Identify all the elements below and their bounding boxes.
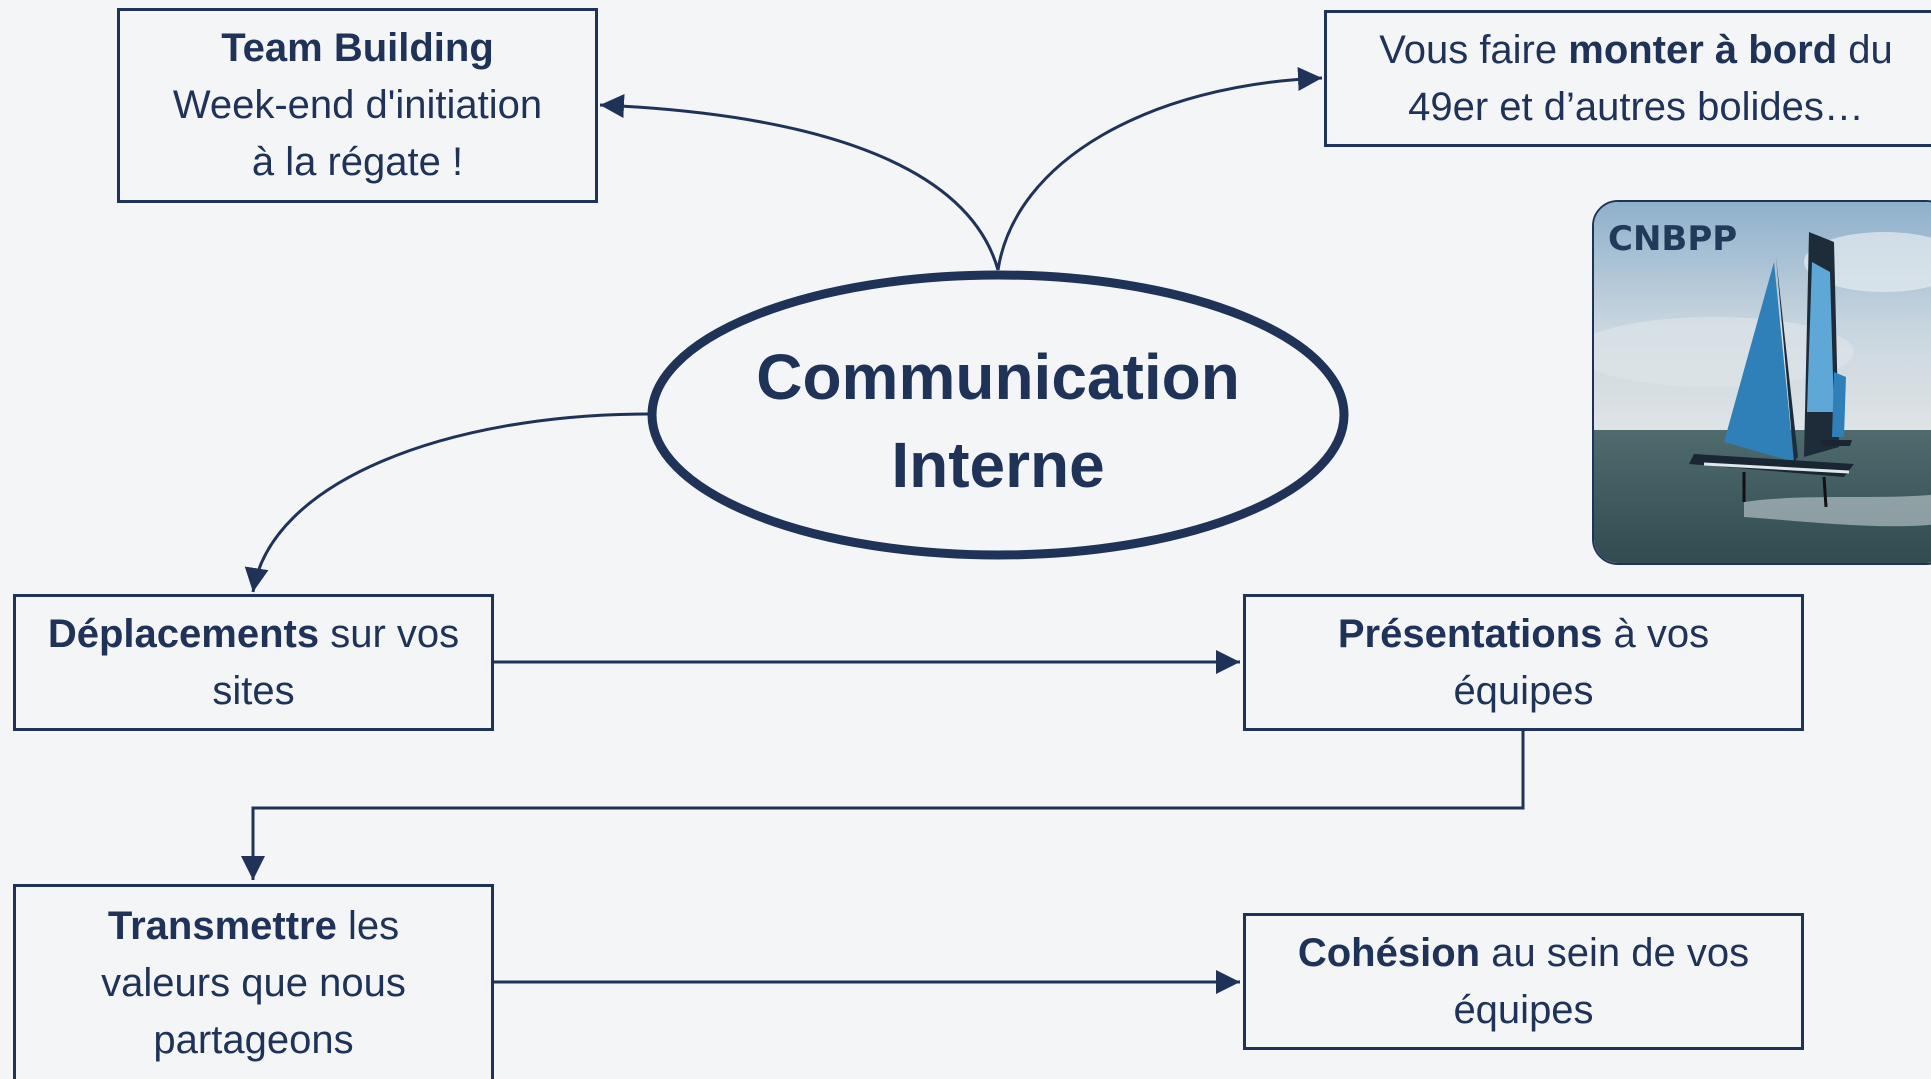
- arrow-to-team-building: [599, 94, 1000, 271]
- cohesion-line2: équipes: [1453, 987, 1594, 1032]
- monter-pre: Vous faire: [1379, 27, 1569, 72]
- cohesion-post: au sein de vos: [1480, 930, 1750, 975]
- monter-bold: monter à bord: [1568, 27, 1838, 72]
- center-title-line2: Interne: [891, 429, 1105, 501]
- team-building-title: Team Building: [221, 26, 494, 70]
- deplacements-post: sur vos: [319, 611, 460, 656]
- monter-line2: 49er et d’autres bolides…: [1408, 84, 1864, 129]
- transmettre-post: les: [336, 903, 400, 948]
- center-title-line1: Communication: [756, 341, 1240, 413]
- photo-logo: CNBPP: [1608, 219, 1737, 259]
- catamaran-image: CNBPP: [1594, 202, 1931, 563]
- monter-post: du: [1837, 27, 1893, 72]
- node-deplacements: Déplacements sur vos sites: [13, 594, 494, 731]
- transmettre-line3: partageons: [153, 1017, 354, 1062]
- node-cohesion: Cohésion au sein de vos équipes: [1243, 913, 1804, 1050]
- catamaran-photo: CNBPP: [1592, 200, 1931, 565]
- deplacements-bold: Déplacements: [47, 611, 320, 656]
- transmettre-bold: Transmettre: [107, 903, 337, 948]
- node-team-building: Team Building Week-end d'initiation à la…: [117, 8, 598, 203]
- team-building-line2: Week-end d'initiation: [172, 83, 543, 127]
- transmettre-line2: valeurs que nous: [101, 960, 406, 1005]
- presentations-post: à vos: [1602, 611, 1710, 656]
- presentations-line2: équipes: [1453, 668, 1594, 713]
- deplacements-line2: sites: [212, 668, 295, 713]
- node-monter-a-bord: Vous faire monter à bord du 49er et d’au…: [1324, 10, 1931, 147]
- arrow-to-monter-a-bord: [996, 66, 1323, 271]
- center-ellipse: [647, 270, 1349, 560]
- cohesion-bold: Cohésion: [1297, 930, 1481, 975]
- node-presentations: Présentations à vos équipes: [1243, 594, 1804, 731]
- presentations-bold: Présentations: [1337, 611, 1603, 656]
- arrow-to-transmettre: [241, 730, 1525, 880]
- arrow-to-deplacements: [244, 412, 649, 593]
- team-building-line3: à la régate !: [251, 140, 464, 184]
- node-transmettre: Transmettre les valeurs que nous partage…: [13, 884, 494, 1079]
- center-title: Communication Interne: [698, 333, 1298, 509]
